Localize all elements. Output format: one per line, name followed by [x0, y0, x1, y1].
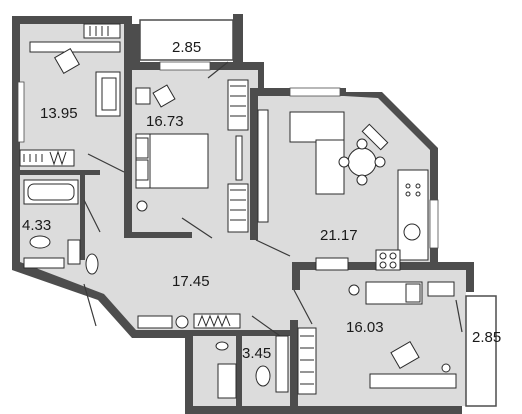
sofa-side [315, 139, 345, 195]
shelf [227, 183, 249, 233]
lamp-desk-icon [441, 363, 451, 373]
toilet-icon [67, 239, 81, 265]
sofa-kitchen [289, 111, 345, 143]
radiator-hall-icon [193, 313, 241, 329]
tv-icon [235, 135, 243, 181]
wall-bath-top [20, 170, 100, 175]
wardrobe-bedroom [227, 79, 249, 131]
area-label-room-bottom-right: 16.03 [346, 319, 384, 336]
wall-bedroom-left [124, 70, 132, 238]
cabinet-kitchen [257, 109, 269, 223]
area-label-room-top-left: 13.95 [40, 105, 78, 122]
area-label-kitchen-living: 21.17 [320, 227, 358, 244]
dining-table-icon [347, 147, 377, 177]
area-labels: 2.85 13.95 16.73 4.33 21.17 17.45 16.03 … [22, 39, 501, 362]
furniture-kitchen [257, 109, 429, 271]
door-kitchen [255, 239, 291, 257]
shower-icon [217, 363, 237, 399]
furniture-bedroom [135, 79, 249, 233]
area-label-bedroom: 16.73 [146, 113, 184, 130]
washing-machine-icon [23, 257, 65, 269]
wall-bath-right [80, 170, 85, 260]
lamp-hall-icon [175, 315, 189, 329]
furniture-wc [215, 335, 289, 399]
armchair-icon [152, 84, 176, 108]
armchair-kitchen [361, 123, 389, 151]
wall-room-left-stub [292, 262, 300, 290]
door-wc [251, 315, 281, 337]
chair-room-icon [390, 341, 420, 369]
area-label-bathroom: 4.33 [22, 217, 51, 234]
radiator-icon [19, 149, 75, 167]
window-bedroom [159, 61, 211, 71]
balcony-right [465, 295, 497, 407]
wall-bedroom-right [250, 88, 258, 240]
wardrobe-room [297, 327, 317, 395]
coat-hanger-icon [85, 253, 99, 275]
radiator-room-icon [427, 281, 455, 297]
stove-icon [375, 249, 401, 271]
wall-wc-right [290, 320, 298, 408]
door-balcony-top [207, 61, 229, 79]
door-bedroom [181, 217, 213, 239]
window-left [17, 81, 25, 143]
window-kitchen-top [289, 87, 341, 97]
desk [29, 41, 121, 53]
area-label-hallway: 17.45 [172, 273, 210, 290]
furniture-bathroom [23, 179, 81, 269]
sink-wc-icon [215, 341, 229, 351]
wall-wc-top [193, 330, 293, 336]
shelf-wc [275, 335, 289, 393]
windows [17, 61, 439, 249]
lamp-icon [136, 200, 148, 212]
balcony-top [139, 19, 234, 61]
furniture-room-bottom-right [297, 281, 457, 395]
area-label-balcony-right: 2.85 [472, 329, 501, 346]
sink-icon [29, 235, 51, 249]
door-entrance [83, 283, 97, 327]
toilet-wc-icon [255, 365, 271, 387]
area-label-balcony-top: 2.85 [172, 39, 201, 56]
desk-room [369, 373, 457, 389]
door-bath [83, 199, 101, 233]
door-room-bottom-right [293, 289, 313, 325]
lamp-room-icon [348, 284, 360, 296]
wall-wc-mid [236, 336, 242, 406]
kitchen-counter [397, 169, 429, 261]
furniture-hallway [85, 253, 241, 329]
wall-bedroom-bottom [132, 232, 192, 238]
shoe-rack [137, 315, 173, 329]
chair-icon [54, 48, 80, 74]
window-kitchen-right [429, 199, 439, 249]
furniture-room-top-left [19, 23, 121, 167]
radiator-kitchen [315, 257, 349, 271]
doors [83, 61, 463, 337]
nightstand [135, 87, 151, 105]
balconies [139, 19, 497, 407]
door-balcony-right [455, 299, 463, 333]
area-label-wc: 3.45 [242, 345, 271, 362]
sink-kitchen-icon [403, 223, 421, 241]
door-room-top-left [87, 153, 125, 173]
